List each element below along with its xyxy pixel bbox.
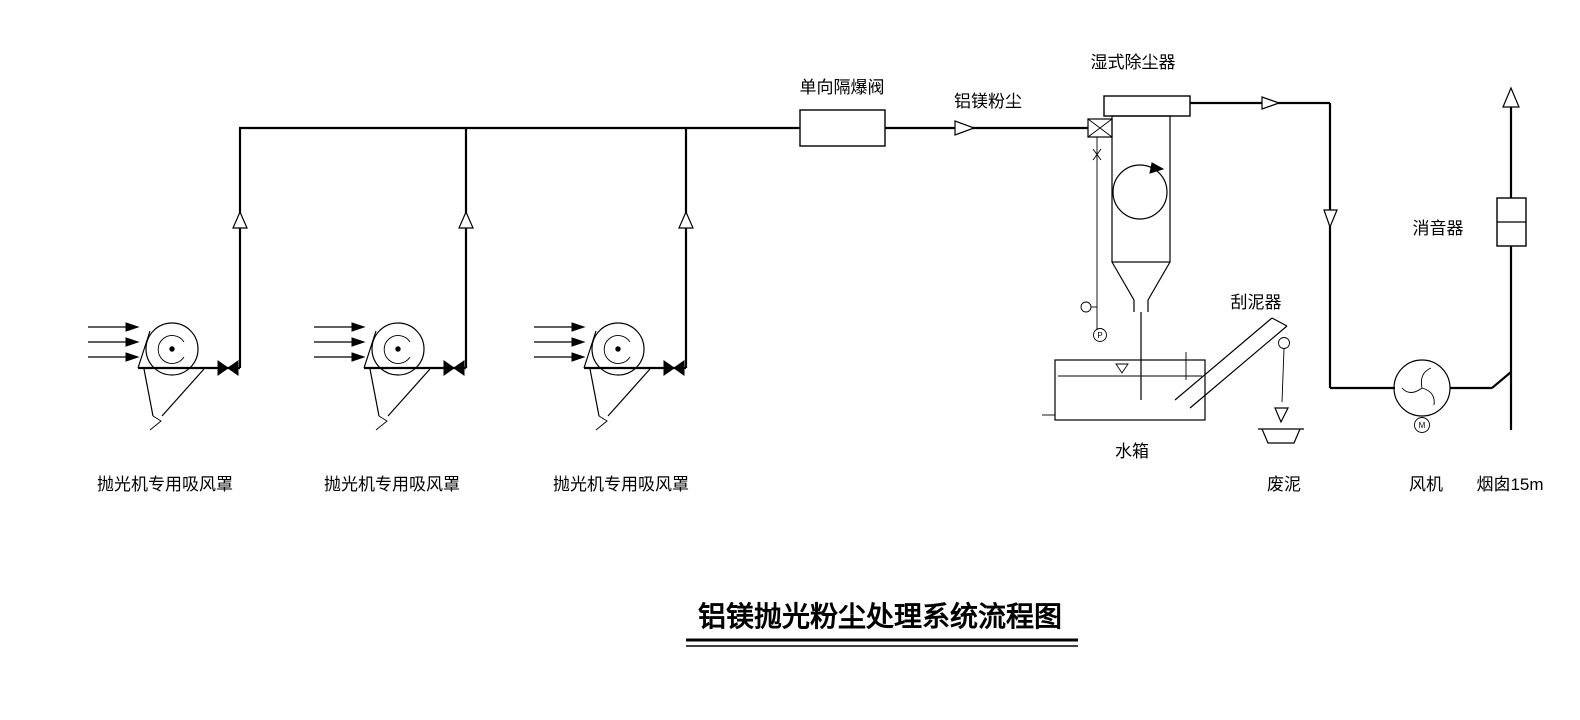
flow-up-arrow-icon xyxy=(1502,86,1520,108)
pressure-gauge-icon xyxy=(1093,328,1107,342)
hood-label-1: 抛光机专用吸风罩 xyxy=(97,475,233,494)
water-feed-line: P xyxy=(1080,137,1107,342)
polishing-hood-2 xyxy=(312,126,475,432)
dust-stream-label: 铝镁粉尘 xyxy=(954,92,1022,111)
polishing-hood-3 xyxy=(532,126,695,432)
flow-right-arrow-icon xyxy=(954,120,976,136)
wet-dust-collector: P xyxy=(1080,95,1191,400)
flow-down-arrow-icon xyxy=(1323,209,1338,229)
flow-down-arrow-icon xyxy=(1274,407,1289,424)
water-level-icon xyxy=(1115,363,1129,374)
waste-mud-hopper xyxy=(1258,407,1304,444)
explosion-valve-label: 单向隔爆阀 xyxy=(800,78,885,97)
fan-label: 风机 xyxy=(1409,475,1443,494)
flow-right-arrow-icon xyxy=(1261,96,1281,110)
chimney-label: 烟囱15m xyxy=(1476,475,1543,494)
polishing-hood-1 xyxy=(86,126,249,432)
motor-label: M xyxy=(1419,421,1426,430)
gauge-label: P xyxy=(1097,331,1102,340)
mud-scraper xyxy=(1174,317,1290,409)
silencer-label: 消音器 xyxy=(1413,219,1464,238)
hood-label-3: 抛光机专用吸风罩 xyxy=(553,475,689,494)
exhaust-fan: M xyxy=(1393,359,1451,433)
wet-collector-label: 湿式除尘器 xyxy=(1091,53,1176,72)
motor-icon xyxy=(1414,417,1430,433)
explosion-isolation-valve xyxy=(799,109,886,147)
waste-mud-label: 废泥 xyxy=(1267,475,1301,494)
silencer xyxy=(1496,197,1527,247)
valve-gauge-icon xyxy=(1080,301,1092,313)
water-tank-label: 水箱 xyxy=(1115,442,1149,461)
outlet-duct xyxy=(1190,96,1395,390)
diagram-title: 铝镁抛光粉尘处理系统流程图 xyxy=(698,600,1062,633)
title-underline xyxy=(686,638,1078,647)
scraper-pulley-icon xyxy=(1278,337,1290,349)
water-tank xyxy=(1042,352,1206,421)
hood-label-2: 抛光机专用吸风罩 xyxy=(324,475,460,494)
fan-blades-icon xyxy=(1401,367,1435,406)
chimney xyxy=(1450,86,1520,430)
scraper-label: 刮泥器 xyxy=(1231,293,1282,312)
